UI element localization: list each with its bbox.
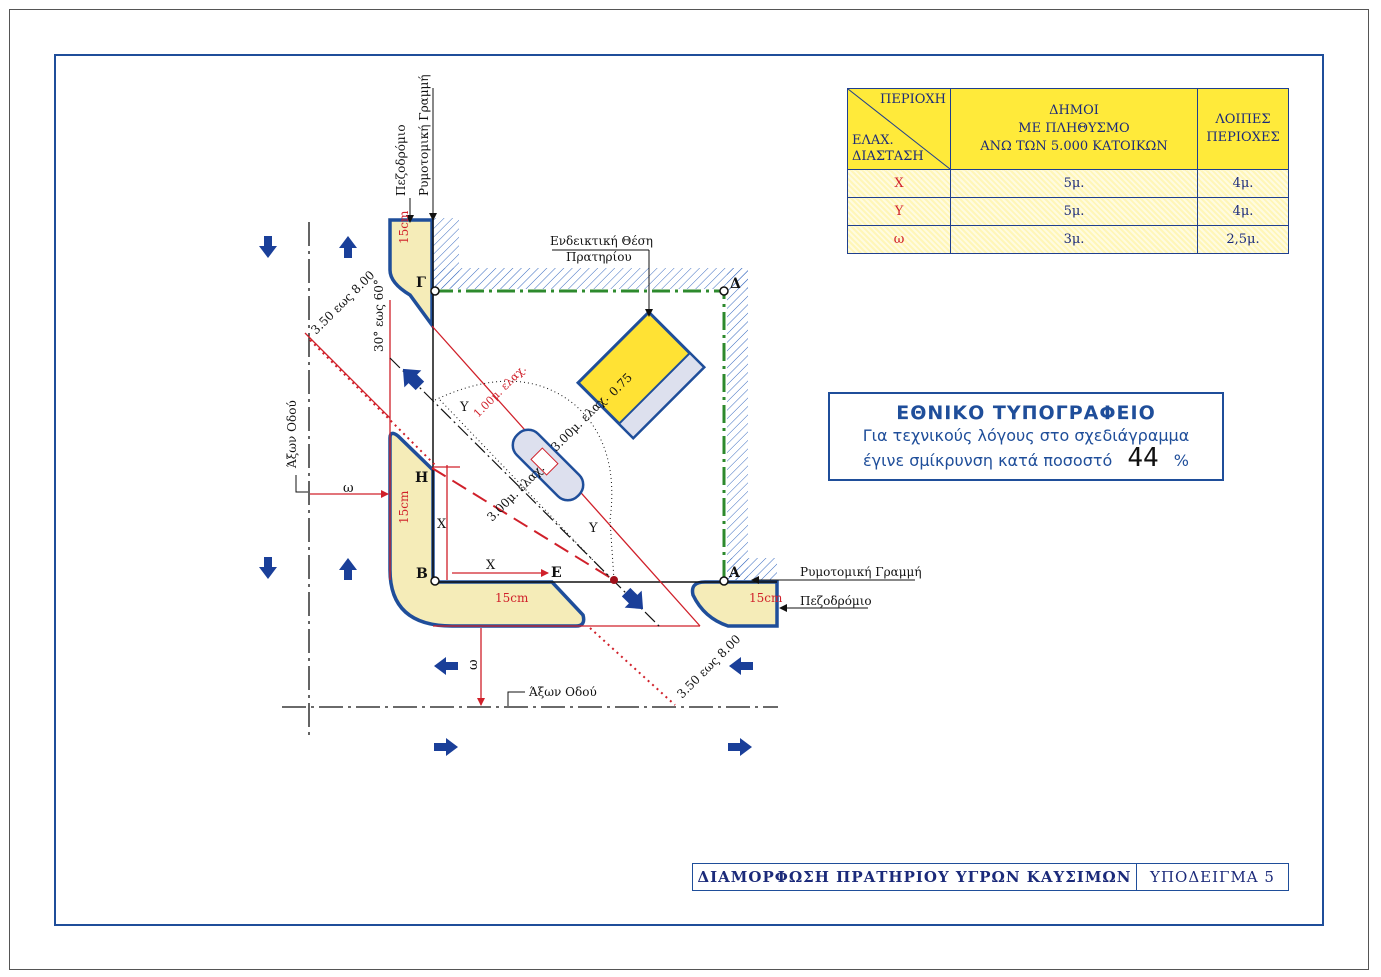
leader-axon-left	[295, 475, 308, 493]
leader-axon-bottom	[507, 691, 525, 706]
table-header-col1-line3: ΑΝΩ ΤΩΝ 5.000 ΚΑΤΟΙΚΩΝ	[980, 139, 1168, 154]
table-header-col2-line2: ΠΕΡΙΟΧΕΣ	[1206, 130, 1280, 145]
pump-inner	[530, 447, 559, 476]
label-omega-bottom: ω	[466, 659, 481, 670]
notice-line2: έγινε σμίκρυνση κατά ποσοστό	[863, 451, 1113, 470]
label-axon-bottom: Άξων Οδού	[528, 685, 597, 699]
pump-lines	[439, 399, 613, 581]
table-corner-bottom-1: ΕΛΑΧ.	[852, 133, 894, 148]
label-x-horizontal: X	[486, 558, 496, 573]
label-curb-left: 15cm	[397, 490, 411, 524]
page-border	[9, 9, 1369, 970]
hatch-right	[727, 268, 748, 580]
notice-percent: 44	[1127, 443, 1159, 473]
label-pezodromio-vertical: Πεζοδρόμιο	[394, 124, 408, 196]
pivot-point	[610, 576, 618, 584]
label-axon-left: Άξων Οδού	[285, 400, 299, 469]
table-cell: 5μ.	[950, 169, 1198, 198]
table-header-col1-line2: ΜΕ ΠΛΗΘΥΣΜΟ	[1018, 121, 1130, 136]
dimensions-table: ΠΕΡΙΟΧΗ ΕΛΑΧ. ΔΙΑΣΤΑΣΗ ΔΗΜΟΙ ΜΕ ΠΛΗΘΥΣΜΟ…	[847, 88, 1289, 254]
table-row-label: Y	[847, 197, 951, 226]
plot-boundary	[435, 289, 726, 581]
table-header-col2-line1: ΛΟΙΠΕΣ	[1215, 112, 1271, 127]
point-g-marker	[430, 286, 440, 296]
dotted-dist-top	[309, 339, 436, 466]
label-curb-right: 15cm	[749, 591, 783, 605]
table-cell: 4μ.	[1197, 169, 1289, 198]
label-station-2: Πρατηρίου	[566, 250, 632, 264]
dotted-dist-bottom	[589, 627, 676, 706]
label-min-100: 1.00μ. ελαχ.	[471, 362, 529, 420]
label-rymotomiki-right: Ρυμοτομική Γραμμή	[800, 565, 922, 579]
label-point-g: Γ	[416, 275, 426, 291]
label-x-vertical: X	[437, 517, 447, 532]
label-min-300-b: 3.00μ. ελαχ.	[484, 461, 547, 524]
label-min-300-a: 3.00μ. ελαχ.	[548, 391, 611, 454]
table-row: X 5μ. 4μ.	[847, 169, 1289, 198]
dashed-red-diagonal	[431, 467, 615, 581]
notice-line1: Για τεχνικούς λόγους στο σχεδιάγραμμα	[862, 426, 1190, 445]
table-cell: 3μ.	[950, 225, 1198, 254]
notice-percent-sign: %	[1173, 451, 1189, 470]
traffic-arrows	[259, 236, 753, 756]
table-cell: 5μ.	[950, 197, 1198, 226]
label-dist-top: 3.50 εως 8.00	[308, 268, 377, 337]
label-pezodromio-right: Πεζοδρόμιο	[800, 594, 872, 608]
table-cell: 2,5μ.	[1197, 225, 1289, 254]
drawing-subtitle: ΥΠΟΔΕΙΓΜΑ 5	[1150, 868, 1275, 886]
table-corner-bottom: ΕΛΑΧ. ΔΙΑΣΤΑΣΗ	[852, 133, 924, 165]
table-row-label: ω	[847, 225, 951, 254]
notice-line2-wrap: έγινε σμίκρυνση κατά ποσοστό 44 %	[830, 445, 1222, 472]
station-canopy	[617, 351, 706, 440]
printing-office-notice: ΕΘΝΙΚΟ ΤΥΠΟΓΡΑΦΕΙΟ Για τεχνικούς λόγους …	[828, 392, 1224, 481]
table-header-municipalities: ΔΗΜΟΙ ΜΕ ΠΛΗΘΥΣΜΟ ΑΝΩ ΤΩΝ 5.000 ΚΑΤΟΙΚΩΝ	[950, 88, 1198, 170]
table-corner-bottom-2: ΔΙΑΣΤΑΣΗ	[852, 149, 924, 164]
label-point-e: Ε	[551, 565, 562, 581]
label-angle: 30° εως 60°	[372, 279, 386, 352]
table-corner-top: ΠΕΡΙΟΧΗ	[880, 92, 946, 107]
label-station-1: Ενδεικτική Θέση	[550, 234, 653, 248]
label-point-b: Β	[416, 566, 428, 582]
label-point-d: Δ	[730, 276, 741, 292]
drawing-frame	[54, 54, 1324, 926]
table-header-col1-line1: ΔΗΜΟΙ	[1049, 103, 1099, 118]
curb-bottom-left	[388, 431, 586, 628]
label-omega-left: ω	[343, 481, 354, 496]
drawing-title: ΔΙΑΜΟΡΦΩΣΗ ΠΡΑΤΗΡΙΟΥ ΥΓΡΩΝ ΚΑΥΣΙΜΩΝ	[693, 864, 1137, 890]
notice-heading: ΕΘΝΙΚΟ ΤΥΠΟΓΡΑΦΕΙΟ	[896, 402, 1156, 424]
title-block: ΔΙΑΜΟΡΦΩΣΗ ΠΡΑΤΗΡΙΟΥ ΥΓΡΩΝ ΚΑΥΣΙΜΩΝ ΥΠΟΔ…	[692, 863, 1289, 891]
table-row: ω 3μ. 2,5μ.	[847, 225, 1289, 254]
label-y-top: Y	[459, 400, 469, 415]
hatch-top	[433, 268, 748, 289]
label-curb-top: 15cm	[397, 210, 411, 244]
turning-envelope	[434, 380, 615, 581]
curb-bottom-right	[690, 580, 779, 628]
point-d-marker	[719, 286, 729, 296]
point-a-marker	[719, 576, 729, 586]
table-cell: 4μ.	[1197, 197, 1289, 226]
table-row-label: X	[847, 169, 951, 198]
table-corner-cell: ΠΕΡΙΟΧΗ ΕΛΑΧ. ΔΙΑΣΤΑΣΗ	[847, 88, 951, 170]
label-point-a: Α	[728, 565, 741, 581]
label-rymotomiki-vertical: Ρυμοτομική Γραμμή	[417, 74, 431, 196]
hatch-right-bottom	[727, 558, 777, 580]
label-point-h: Η	[415, 470, 428, 486]
table-header-other: ΛΟΙΠΕΣ ΠΕΡΙΟΧΕΣ	[1197, 88, 1289, 170]
curb-top-left	[388, 218, 434, 331]
label-curb-bottom: 15cm	[495, 591, 529, 605]
point-b-marker	[430, 576, 440, 586]
entry-line-1	[304, 332, 391, 419]
label-y-bottom: Y	[588, 521, 598, 536]
table-row: Y 5μ. 4μ.	[847, 197, 1289, 226]
